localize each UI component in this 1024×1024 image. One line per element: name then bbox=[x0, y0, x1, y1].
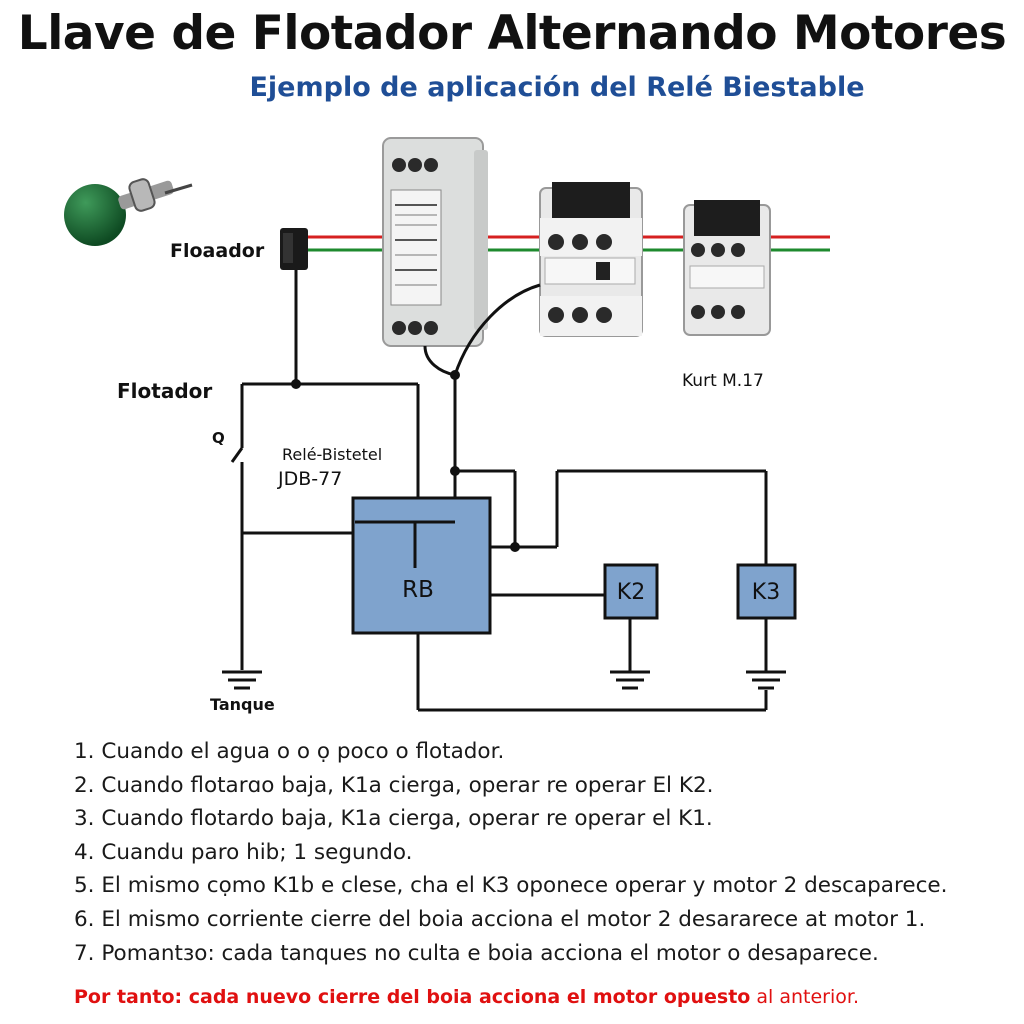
step-item: 6. El mismo corriente cierre del boia ac… bbox=[74, 906, 926, 932]
junction-dots bbox=[291, 370, 520, 552]
contactor-k2-icon bbox=[683, 200, 771, 336]
conclusion-tail: al anterior. bbox=[750, 986, 860, 1008]
k3-label: K3 bbox=[752, 580, 780, 605]
float-sensor-icon bbox=[280, 228, 308, 270]
float-top-label: Floaador bbox=[170, 240, 265, 262]
ground-icon bbox=[610, 670, 650, 690]
relay-label-line2: JDB-77 bbox=[277, 468, 342, 490]
page-subtitle: Ejemplo de aplicación del Relé Biestable bbox=[249, 72, 865, 103]
conclusion: Por tanto: cada nuevo cierre del boia ac… bbox=[74, 986, 859, 1008]
relay-block bbox=[351, 496, 492, 635]
steps-list: 1. Cuando el agua o o ọ poco o flotador.… bbox=[74, 735, 947, 970]
product-label: Kurt M.17 bbox=[682, 371, 764, 391]
step-item: 5. El mismo cọmo K1b e clese, cha el K3 … bbox=[74, 873, 948, 899]
relay-block-label: RB bbox=[402, 577, 434, 603]
k2-label: K2 bbox=[617, 580, 645, 605]
module-cable bbox=[453, 283, 541, 376]
conclusion-bold: Por tanto: cada nuevo cierre del boia ac… bbox=[74, 986, 751, 1008]
float-ball-icon bbox=[64, 178, 193, 246]
relay-module-icon bbox=[382, 137, 488, 347]
module-cable-2 bbox=[423, 345, 456, 377]
step-item: 1. Cuando el agua o o ọ poco o flotador. bbox=[74, 739, 505, 764]
k3-coil bbox=[736, 563, 797, 620]
ground-icon bbox=[746, 670, 786, 690]
step-item: 3. Cuando flotardo baja, K1a cierga, ope… bbox=[74, 806, 713, 832]
schematic-wires bbox=[230, 270, 768, 712]
step-item: 7. Pomantɜo: cada tanques no culta e boi… bbox=[74, 940, 879, 966]
ground-icon bbox=[222, 670, 262, 690]
step-item: 4. Cuandu paro hib; 1 segundo. bbox=[74, 839, 413, 865]
tank-label: Tanque bbox=[210, 695, 275, 714]
step-item: 2. Cuando flotarɑo baja, K1a cierga, ope… bbox=[74, 772, 714, 798]
float-left-label: Flotador bbox=[117, 379, 212, 403]
k2-coil bbox=[603, 563, 659, 620]
contactor-k1-icon bbox=[539, 182, 643, 337]
relay-label-line1: Relé-Bistetel bbox=[282, 445, 382, 464]
switch-label: Q bbox=[212, 429, 225, 447]
page-title: Llave de Flotador Alternando Motores bbox=[17, 6, 1007, 61]
